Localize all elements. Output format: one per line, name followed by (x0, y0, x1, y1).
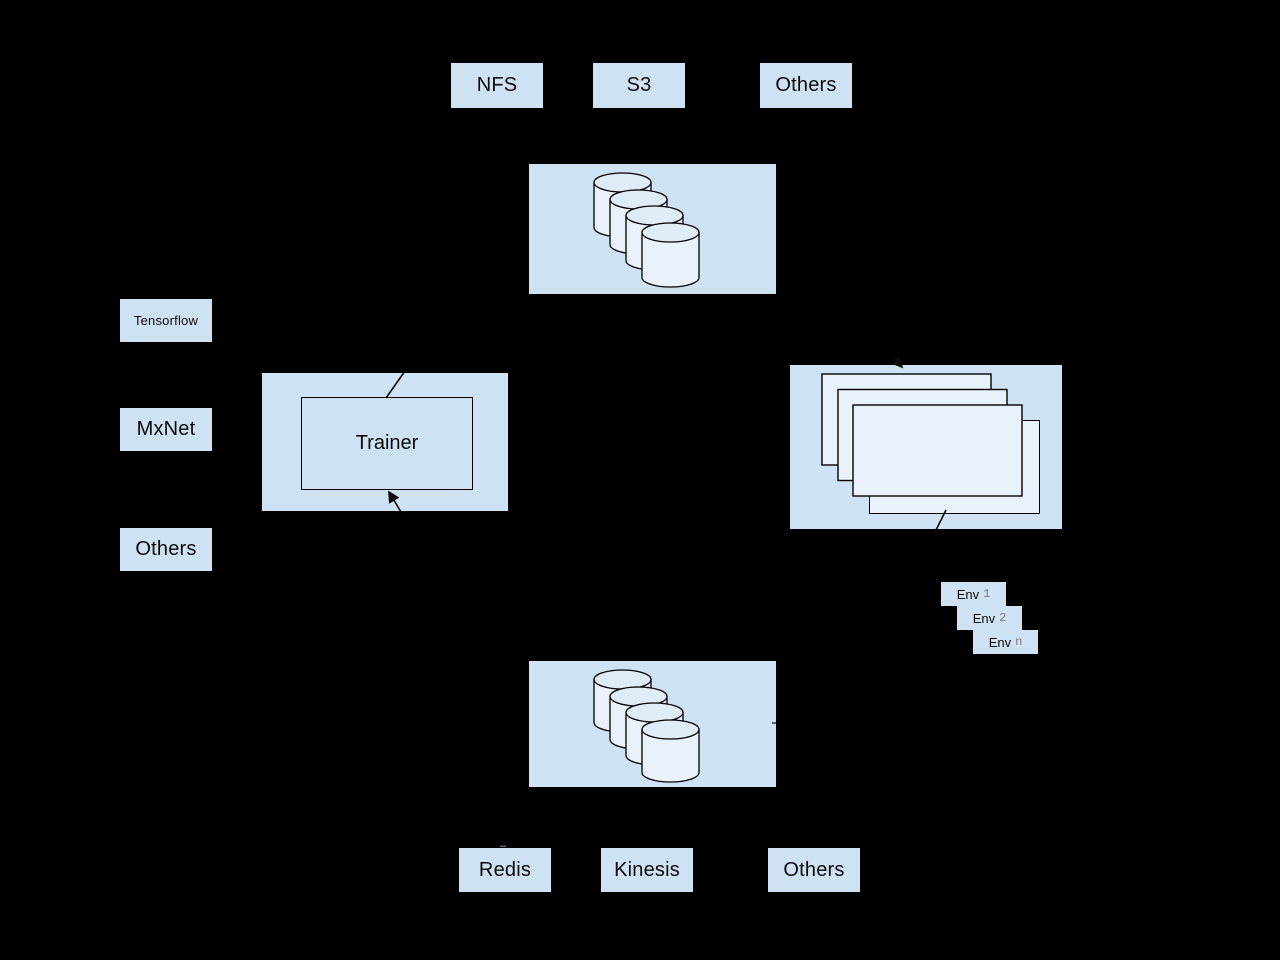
bottom-storage-cluster-box (529, 661, 776, 787)
rollout-workers-label: Rollout Workers (887, 456, 1022, 477)
env-1-index: 1 (983, 587, 991, 601)
framework-others-label: Others (135, 538, 197, 560)
env-2-label: Env (972, 610, 996, 626)
node-others-top: Others (760, 63, 852, 108)
node-redis: Redis (459, 848, 551, 892)
node-redis-label: Redis (478, 858, 532, 881)
framework-tensorflow: Tensorflow (120, 299, 212, 342)
env-box-2: Env 2 (957, 606, 1022, 630)
env-box-n: Env n (973, 630, 1038, 654)
node-s3: S3 (593, 63, 685, 108)
node-others-top-label: Others (775, 74, 837, 96)
framework-mxnet-label: MxNet (136, 418, 196, 440)
env-2-index: 2 (999, 611, 1007, 625)
framework-others: Others (120, 528, 212, 571)
trainer-box: Trainer (301, 397, 473, 490)
node-s3-label: S3 (626, 74, 652, 96)
trainer-group-box (262, 373, 508, 511)
node-nfs-label: NFS (476, 74, 518, 96)
rollout-workers-box: Rollout Workers (869, 420, 1040, 514)
top-storage-cluster-box (529, 164, 776, 294)
env-n-index: n (1015, 635, 1023, 649)
framework-tensorflow-label: Tensorflow (133, 313, 199, 328)
env-n-label: Env (988, 634, 1012, 650)
env-box-1: Env 1 (941, 582, 1006, 606)
node-nfs: NFS (451, 63, 543, 108)
trainer-label: Trainer (355, 432, 419, 454)
node-kinesis-label: Kinesis (614, 858, 680, 881)
node-others-bottom: Others (768, 848, 860, 892)
node-others-bottom-label: Others (783, 858, 845, 881)
env-1-label: Env (956, 586, 980, 602)
framework-mxnet: MxNet (120, 408, 212, 451)
node-kinesis: Kinesis (601, 848, 693, 892)
connector-tick-above-redis (500, 845, 506, 847)
